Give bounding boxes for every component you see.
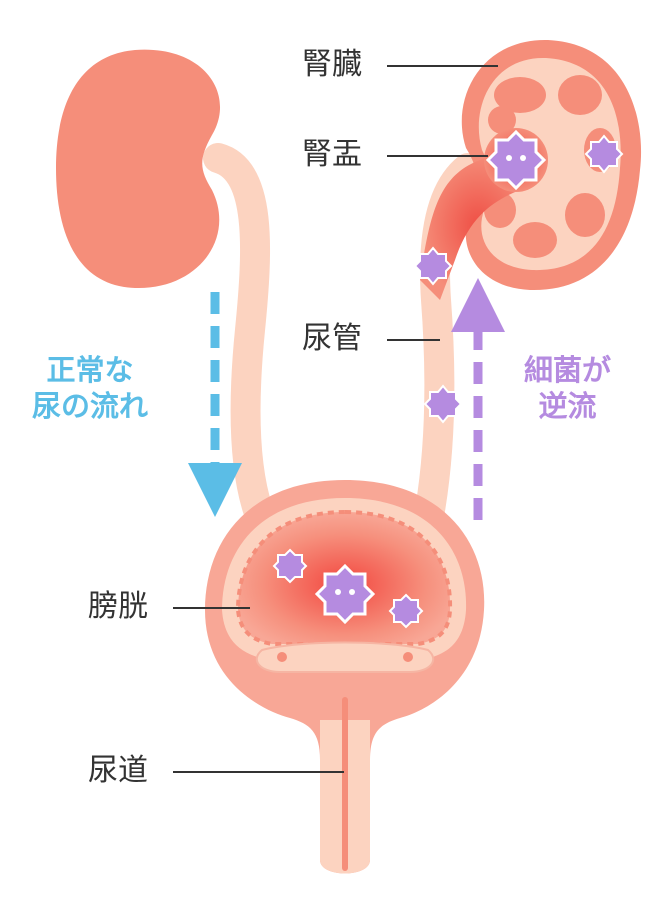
bacteria-icon — [485, 129, 547, 191]
bacteria-icon — [423, 384, 463, 424]
normal-flow-label-line2: 尿の流れ — [32, 389, 149, 424]
leader-lines — [173, 65, 498, 773]
reflux-flow-label: 細菌が 逆流 — [524, 352, 611, 425]
reflux-flow-label-line2: 逆流 — [538, 389, 597, 424]
bladder-label: 膀胱 — [88, 589, 148, 624]
reflux-flow-label-line1: 細菌が — [524, 353, 612, 387]
bacteria-icon — [272, 548, 308, 584]
urethra-label: 尿道 — [88, 753, 148, 788]
normal-flow-label: 正常な 尿の流れ — [32, 352, 148, 425]
left-ureter — [203, 143, 273, 525]
bacteria-icon — [413, 246, 453, 286]
urethra-tube — [320, 697, 370, 874]
left-kidney — [56, 49, 221, 289]
kidney-label: 腎臓 — [302, 47, 362, 82]
normal-flow-label-line1: 正常な — [46, 353, 134, 387]
right-kidney-cross-section — [420, 39, 642, 300]
bacteria-icon — [584, 134, 624, 174]
renal-pelvis-label: 腎盂 — [302, 137, 362, 172]
bacteria-icon — [314, 563, 376, 625]
bacteria-icon — [388, 593, 424, 629]
ureter-label: 尿管 — [302, 321, 362, 356]
